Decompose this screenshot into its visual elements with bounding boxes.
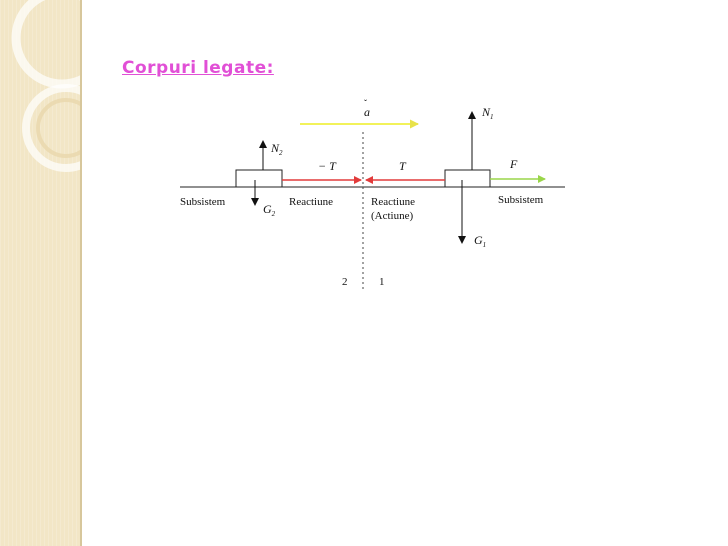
part-1-label: 1 bbox=[379, 276, 385, 288]
tension-right-label: T bbox=[399, 159, 407, 173]
body-1 bbox=[444, 169, 491, 188]
tension-left-label: − T bbox=[318, 159, 337, 173]
reaction-right-label: Reactiune bbox=[371, 196, 415, 208]
decorative-rings bbox=[11, 0, 80, 172]
applied-force-label: F bbox=[509, 157, 518, 171]
ring-inner bbox=[36, 98, 80, 158]
weight-1-label: G1 bbox=[474, 233, 486, 249]
action-right-label: (Actiune) bbox=[371, 210, 413, 222]
slide-title: Corpuri legate: bbox=[122, 58, 274, 78]
sidebar-decoration bbox=[0, 0, 82, 546]
reaction-left-label: Reactiune bbox=[289, 196, 333, 208]
acceleration-label: a bbox=[364, 105, 370, 119]
ring-large bbox=[11, 0, 80, 89]
part-2-label: 2 bbox=[342, 276, 348, 288]
normal-force-1-label: N1 bbox=[481, 105, 494, 121]
acceleration-vector-mark: ˇ bbox=[364, 98, 367, 108]
subsystem-left-label: Subsistem bbox=[180, 196, 226, 208]
subsystem-right-label: Subsistem bbox=[498, 194, 544, 206]
normal-force-2-label: N2 bbox=[270, 141, 283, 157]
body-2 bbox=[235, 169, 283, 188]
weight-2-label: G2 bbox=[263, 202, 276, 218]
ring-medium bbox=[22, 84, 80, 172]
